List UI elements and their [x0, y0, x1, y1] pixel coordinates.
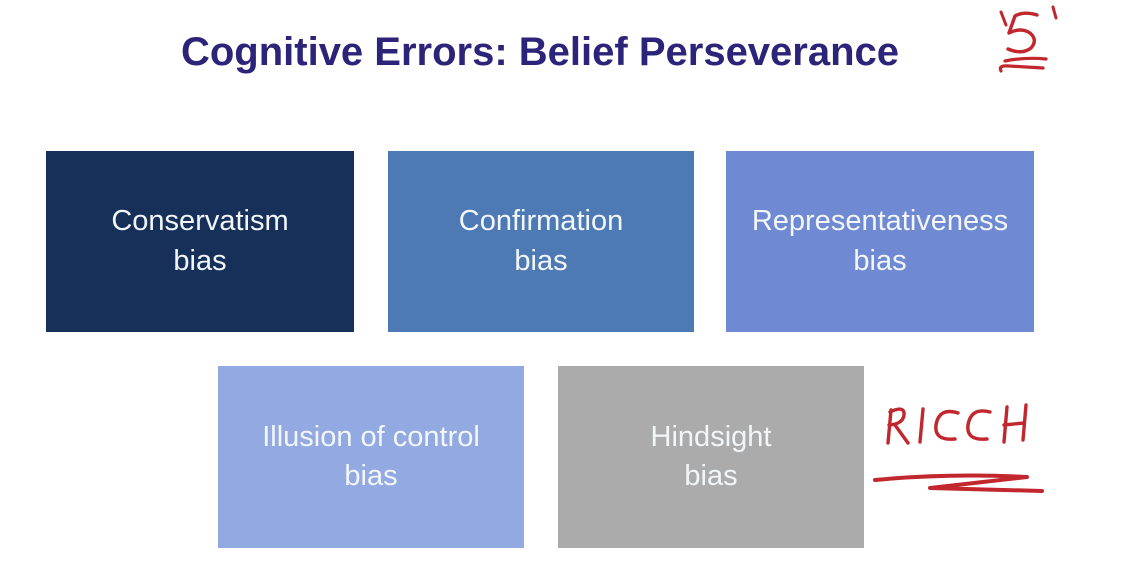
underline-bottom-stroke	[998, 64, 1045, 73]
underline-top-stroke	[1003, 56, 1048, 63]
quote-right-stroke	[1051, 5, 1058, 20]
box-conservatism-bias: Conservatism bias	[46, 151, 354, 332]
letter-c1-stroke	[934, 409, 960, 441]
page-title: Cognitive Errors: Belief Perseverance	[180, 30, 900, 74]
digit-five-stroke	[1006, 11, 1039, 54]
handwritten-mnemonic-annotation	[873, 403, 1044, 493]
letter-r-stroke	[886, 407, 910, 445]
letter-h-stroke	[1002, 403, 1028, 444]
letter-c2-stroke	[966, 409, 992, 441]
box-representativeness-bias: Representativeness bias	[726, 151, 1034, 332]
zigzag-underline-stroke	[873, 473, 1044, 493]
handwritten-grade-annotation	[998, 5, 1058, 73]
box-hindsight-bias: Hindsight bias	[558, 366, 864, 548]
letter-i-stroke	[918, 407, 925, 444]
box-illusion-of-control-bias: Illusion of control bias	[218, 366, 524, 548]
box-confirmation-bias: Confirmation bias	[388, 151, 694, 332]
quote-left-stroke	[999, 10, 1008, 27]
